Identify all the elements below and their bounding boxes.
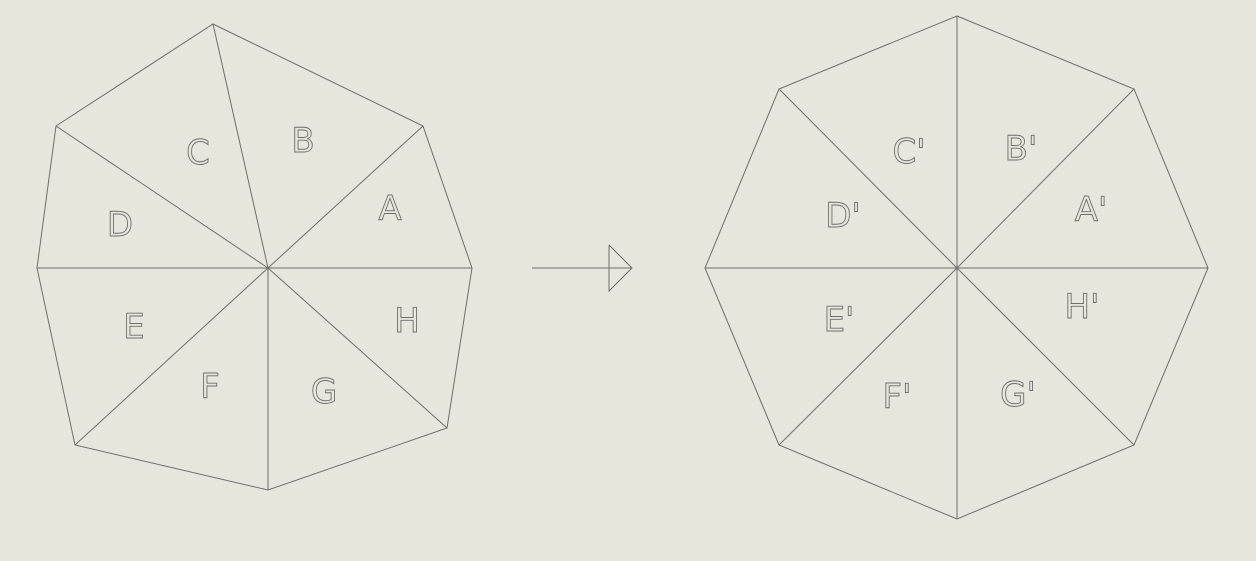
spoke-8-prime (778, 88, 958, 269)
label-E-prime: E' (824, 300, 855, 340)
transform-arrow (532, 244, 633, 293)
spoke-1 (212, 23, 269, 269)
label-F: F (200, 367, 220, 407)
spoke-8 (55, 125, 269, 269)
label-G: G (311, 372, 337, 412)
arrow-head (608, 244, 633, 293)
label-D: D (107, 205, 133, 245)
label-H-prime: H' (1065, 287, 1100, 327)
spoke-6-prime (778, 267, 958, 446)
label-D-prime: D' (825, 196, 861, 236)
label-C: C (186, 133, 210, 173)
label-B: B (291, 121, 314, 161)
label-B-prime: B' (1005, 129, 1038, 169)
label-A: A (378, 189, 401, 229)
label-C-prime: C' (892, 132, 925, 172)
label-F-prime: F' (883, 377, 912, 417)
label-E: E (123, 307, 144, 347)
label-H: H (394, 301, 420, 341)
regular-octagon: A' B' C' D' E' F' G' H' (704, 15, 1209, 520)
spoke-2 (267, 125, 424, 269)
label-G-prime: G' (1000, 375, 1036, 415)
irregular-octagon: A B C D E F G H (36, 23, 473, 491)
spoke-2-prime (956, 88, 1135, 269)
label-A-prime: A' (1075, 190, 1108, 230)
spoke-6 (74, 267, 269, 446)
spoke-4-prime (956, 267, 1135, 446)
spoke-4 (267, 267, 448, 429)
